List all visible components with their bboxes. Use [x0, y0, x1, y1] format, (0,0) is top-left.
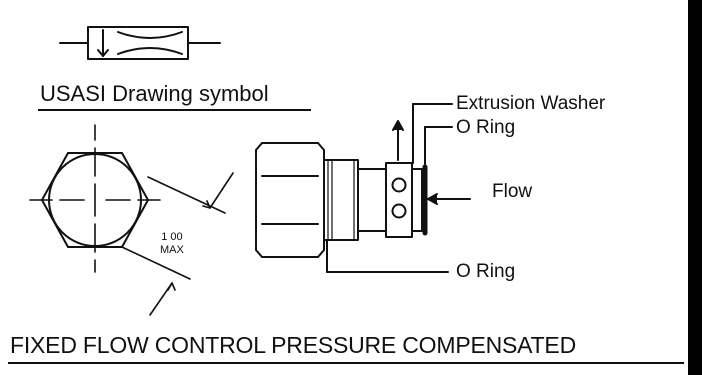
dimension-label: 1 00 MAX [160, 231, 184, 257]
drawing-title-underline [8, 362, 684, 364]
symbol-caption-underline [38, 109, 311, 111]
callout-leaders [412, 103, 453, 165]
o-ring-top-label: O Ring [456, 117, 516, 138]
flow-label: Flow [492, 181, 533, 202]
hex-end-view [29, 124, 161, 273]
o-ring-bottom-label: O Ring [456, 261, 516, 282]
usasi-symbol [59, 26, 221, 60]
flow-arrows [392, 120, 471, 205]
valve-side-view [255, 142, 449, 273]
across-flats-dimension [121, 172, 234, 316]
symbol-caption: USASI Drawing symbol [40, 81, 269, 106]
dimension-value: 1 00 [161, 231, 183, 243]
dimension-unit: MAX [160, 244, 184, 256]
drawing-title: FIXED FLOW CONTROL PRESSURE COMPENSATED [10, 332, 576, 358]
extrusion-washer-label: Extrusion Washer [456, 93, 606, 114]
page-edge [688, 0, 702, 375]
